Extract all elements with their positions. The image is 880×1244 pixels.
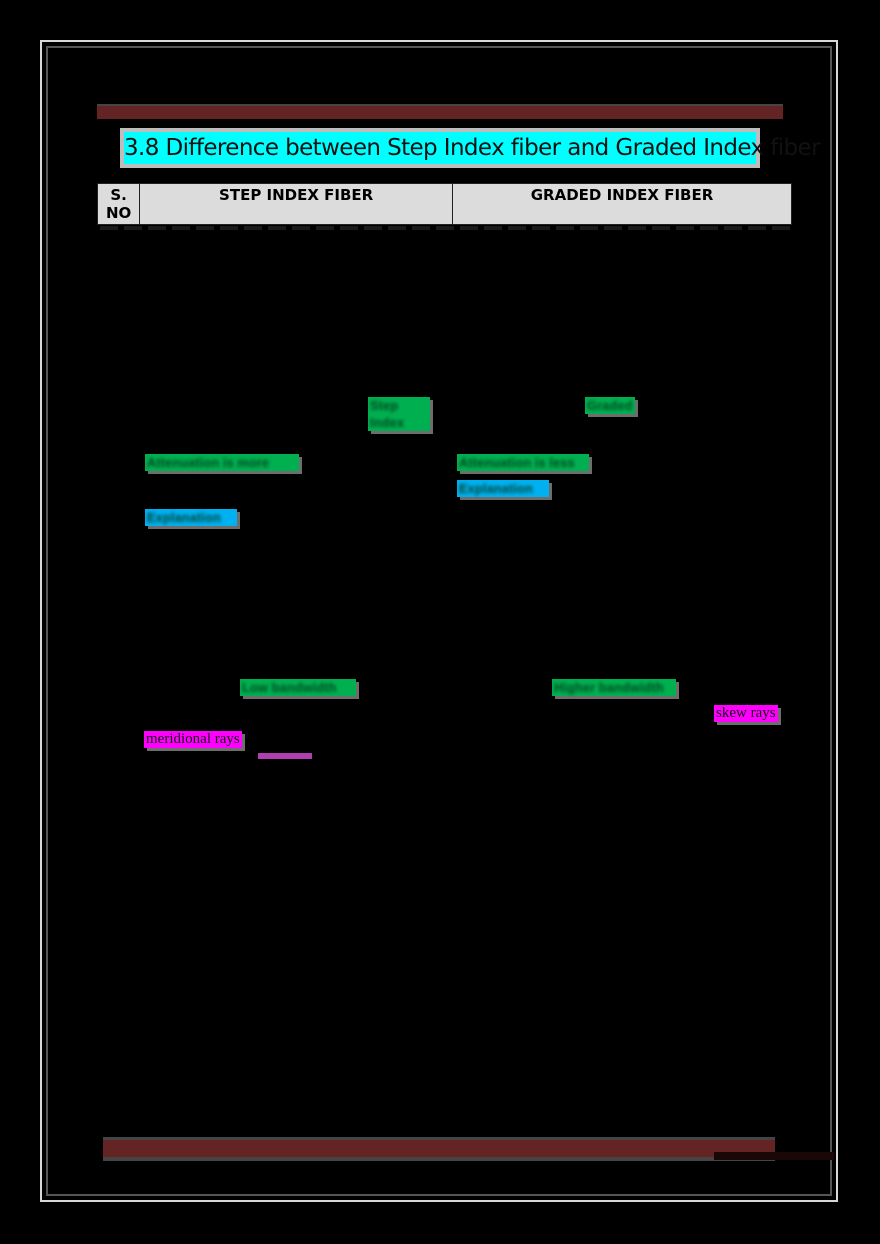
footer-page-label bbox=[714, 1152, 834, 1160]
highlight-attenuation-less: Attenuation is less bbox=[457, 454, 589, 471]
section-title: 3.8 Difference between Step Index fiber … bbox=[124, 132, 821, 164]
highlight-explanation-step: Explanation bbox=[145, 509, 237, 526]
highlight-explanation-graded: Explanation bbox=[457, 480, 549, 497]
page-header-band bbox=[97, 104, 783, 119]
meridional-underline bbox=[258, 753, 312, 759]
highlight-meridional-rays: meridional rays bbox=[144, 731, 242, 748]
highlight-higher-bandwidth: Higher bandwidth bbox=[552, 679, 676, 696]
table-header-row: S. NO STEP INDEX FIBER GRADED INDEX FIBE… bbox=[96, 183, 792, 225]
table-row-divider bbox=[100, 226, 792, 230]
section-title-box: 3.8 Difference between Step Index fiber … bbox=[120, 128, 821, 168]
header-sno: S. NO bbox=[96, 183, 141, 225]
header-step-index: STEP INDEX FIBER bbox=[139, 183, 454, 225]
highlight-skew-rays: skew rays bbox=[714, 705, 778, 722]
highlight-attenuation-more: Attenuation is more bbox=[145, 454, 299, 471]
highlight-graded: Graded bbox=[585, 397, 635, 414]
comparison-table: S. NO STEP INDEX FIBER GRADED INDEX FIBE… bbox=[96, 183, 792, 225]
page-border-outer bbox=[40, 40, 838, 1202]
highlight-low-bandwidth: Low bandwidth bbox=[240, 679, 356, 696]
highlight-step-index: Step Index bbox=[368, 397, 430, 431]
page-border-inner bbox=[46, 46, 832, 1196]
page-footer-band bbox=[103, 1137, 775, 1161]
header-graded-index: GRADED INDEX FIBER bbox=[452, 183, 792, 225]
